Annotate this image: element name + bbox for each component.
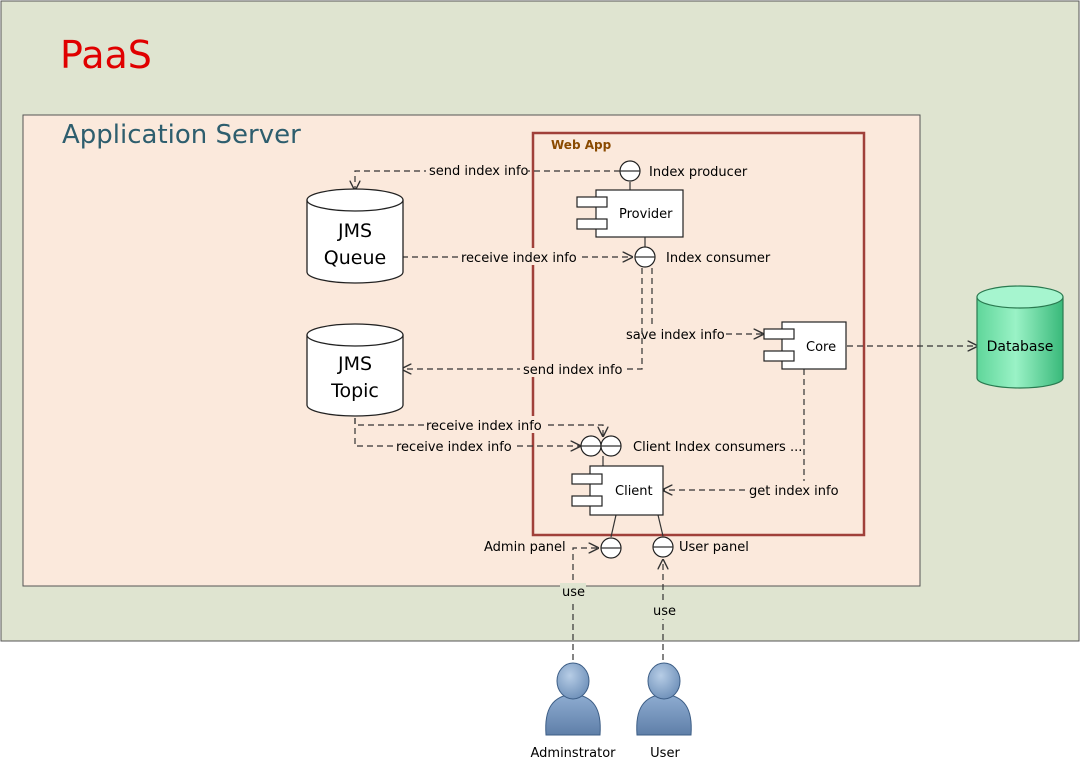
user-label: User bbox=[650, 746, 680, 761]
jms-queue-node[interactable]: JMS Queue bbox=[306, 188, 404, 284]
user-panel-interface[interactable]: User panel bbox=[652, 536, 749, 558]
index-consumer-interface[interactable]: Index consumer bbox=[634, 237, 771, 268]
edge-receive-index-info-topic-2: receive index info bbox=[354, 418, 580, 455]
web-app-container: Web App bbox=[531, 131, 866, 537]
edge-save-index-info: save index info bbox=[624, 268, 763, 343]
admin-panel-label: Admin panel bbox=[484, 540, 566, 555]
jms-topic-label-line1: JMS bbox=[337, 353, 372, 375]
edge-send-index-info-queue: send index info bbox=[355, 162, 620, 190]
edge-use-user: use bbox=[651, 560, 677, 660]
core-label: Core bbox=[806, 340, 836, 355]
index-producer-interface[interactable]: Index producer bbox=[619, 160, 748, 190]
person-icon bbox=[636, 662, 692, 736]
index-producer-label: Index producer bbox=[649, 165, 748, 180]
administrator-actor[interactable]: Adminstrator bbox=[530, 662, 616, 761]
app-server-title: Application Server bbox=[62, 120, 301, 150]
paas-title: PaaS bbox=[60, 33, 152, 77]
edge-label-get-index-info: get index info bbox=[749, 484, 839, 499]
web-app-title: Web App bbox=[551, 138, 612, 152]
edge-send-index-info-topic: send index info bbox=[402, 268, 643, 378]
client-index-consumers-label: Client Index consumers ... bbox=[633, 440, 802, 455]
edge-label-receive-index-info-topic-1: receive index info bbox=[426, 419, 542, 434]
person-icon bbox=[545, 662, 601, 736]
user-actor[interactable]: User bbox=[636, 662, 692, 761]
edge-label-send-index-info-topic: send index info bbox=[523, 363, 623, 378]
user-panel-label: User panel bbox=[679, 540, 749, 555]
database-label: Database bbox=[987, 339, 1054, 355]
jms-queue-label-line2: Queue bbox=[324, 247, 386, 269]
client-component[interactable]: Client bbox=[571, 465, 664, 516]
core-component[interactable]: Core bbox=[763, 321, 847, 370]
client-label: Client bbox=[615, 484, 653, 499]
provider-label: Provider bbox=[619, 207, 673, 222]
admin-panel-interface[interactable]: Admin panel bbox=[484, 537, 622, 559]
jms-topic-node[interactable]: JMS Topic bbox=[306, 323, 404, 417]
edge-use-admin: use bbox=[560, 548, 598, 660]
index-consumer-label: Index consumer bbox=[666, 251, 771, 266]
edge-receive-index-info-queue: receive index info bbox=[402, 248, 632, 266]
jms-topic-label-line2: Topic bbox=[330, 380, 379, 402]
edge-receive-index-info-topic-1: receive index info bbox=[354, 416, 603, 436]
administrator-label: Adminstrator bbox=[530, 746, 616, 761]
edge-label-save-index-info: save index info bbox=[626, 328, 725, 343]
edge-label-receive-index-info-topic-2: receive index info bbox=[396, 440, 512, 455]
database-node[interactable]: Database bbox=[976, 285, 1064, 389]
jms-queue-label-line1: JMS bbox=[337, 220, 372, 242]
edge-label-use-admin: use bbox=[562, 585, 585, 600]
edge-get-index-info: get index info bbox=[663, 369, 839, 499]
connector-client-admin-panel bbox=[610, 514, 617, 538]
edge-label-send-index-info-queue: send index info bbox=[429, 164, 529, 179]
connector-client-user-panel bbox=[657, 514, 664, 537]
provider-component[interactable]: Provider bbox=[576, 189, 684, 238]
edge-label-use-user: use bbox=[653, 604, 676, 619]
client-index-consumers-interface[interactable]: Client Index consumers ... bbox=[580, 435, 802, 466]
edge-label-receive-index-info-queue: receive index info bbox=[461, 251, 577, 266]
